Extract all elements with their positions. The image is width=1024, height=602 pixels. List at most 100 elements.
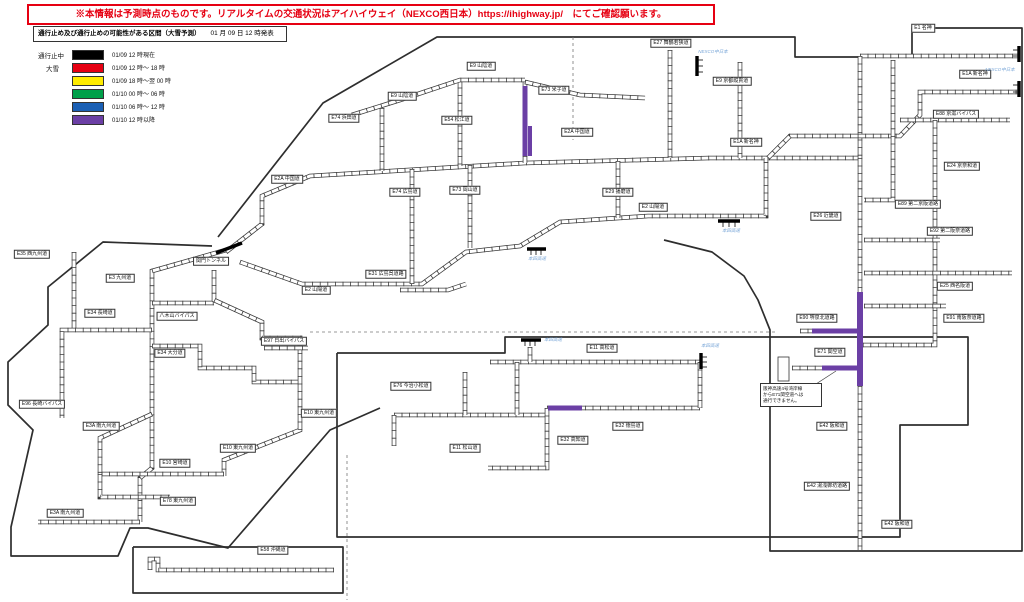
operator-label: 本四高速 bbox=[528, 256, 546, 261]
route-label: E26 近畿道 bbox=[810, 211, 842, 221]
route-label: E3A 南九州道 bbox=[46, 508, 84, 518]
legend-title-box: 通行止め及び通行止めの可能性がある区間（大雪予測） 01 月 09 日 12 時… bbox=[33, 26, 287, 42]
route-label: E42 湯浅御坊道路 bbox=[803, 481, 851, 491]
legend-row-label: 01/09 12 時～ 18 時 bbox=[112, 66, 166, 72]
route-label: E42 阪和道 bbox=[881, 519, 913, 529]
route-label: E9 京都縦貫道 bbox=[712, 76, 752, 86]
legend-row: 01/09 12 時現在 bbox=[72, 49, 156, 60]
road-ticks bbox=[488, 408, 550, 471]
route-label: E90 堺泉北道路 bbox=[796, 313, 838, 323]
legend-swatch bbox=[72, 114, 104, 125]
legend-swatch bbox=[72, 101, 104, 112]
airport-island bbox=[777, 356, 790, 382]
route-label: E2 山陽道 bbox=[301, 285, 331, 295]
route-label: E25 西名阪道 bbox=[936, 281, 974, 291]
info-banner: ※本情報は予測時点のものです。リアルタイムの交通状況はアイハイウェイ（NEXCO… bbox=[27, 4, 715, 25]
road-ticks bbox=[211, 270, 303, 476]
route-label: E54 松江道 bbox=[441, 115, 473, 125]
route-label: E71 関空道 bbox=[814, 347, 846, 357]
coastline bbox=[336, 336, 969, 538]
route-label: E10 宮崎道 bbox=[159, 458, 191, 468]
road-segment bbox=[59, 327, 152, 418]
route-label: E96 長崎バイパス bbox=[18, 399, 66, 409]
road-segment-fill bbox=[766, 90, 1018, 160]
route-label: E11 松山道 bbox=[449, 443, 481, 453]
legend-row: 01/10 06 時～ 12 時 bbox=[72, 101, 165, 112]
legend-row: 01/10 00 時～ 06 時 bbox=[72, 88, 166, 99]
leader-line bbox=[815, 370, 837, 385]
legend-row: 01/09 12 時～ 18 時 bbox=[72, 62, 166, 73]
route-label: E24 京奈和道 bbox=[943, 161, 981, 171]
operator-label: NEXCO中日本 bbox=[698, 49, 728, 54]
road-segment-fill bbox=[152, 344, 298, 384]
route-label: E42 阪和道 bbox=[816, 421, 848, 431]
operator-label: 本四高速 bbox=[701, 343, 719, 348]
route-label: E3A 南九州道 bbox=[82, 421, 120, 431]
route-label: E89 第二京阪道路 bbox=[894, 199, 942, 209]
road-ticks bbox=[351, 77, 525, 118]
road-segment-fill bbox=[98, 412, 153, 474]
legend-swatch bbox=[72, 62, 104, 73]
route-label: E9 山陰道 bbox=[387, 91, 417, 101]
route-label: E1A 新名神 bbox=[959, 69, 991, 79]
road-ticks bbox=[59, 327, 152, 418]
route-label: E29 播磨道 bbox=[602, 187, 634, 197]
route-label: E1A 新名神 bbox=[730, 137, 762, 147]
route-label: E9 山陰道 bbox=[466, 61, 496, 71]
road-ticks bbox=[137, 247, 227, 522]
note-line: 阪神高速4号湾岸線 bbox=[763, 386, 803, 391]
road-ticks bbox=[224, 155, 860, 254]
legend-swatch bbox=[72, 49, 104, 60]
route-label: E31 広島呉道路 bbox=[365, 269, 407, 279]
note-line: 通行できません。 bbox=[763, 398, 800, 403]
route-label: E34 大分道 bbox=[154, 348, 186, 358]
route-label: E74 浜田道 bbox=[328, 113, 360, 123]
legend-issued-date: 01 月 09 日 12 時発表 bbox=[210, 30, 274, 37]
route-label: E1 名神 bbox=[911, 23, 935, 33]
note-line: からE71関空道へは bbox=[763, 392, 804, 397]
legend-row-label: 01/09 12 時現在 bbox=[112, 53, 156, 59]
route-label: E32 高知道 bbox=[557, 435, 589, 445]
route-label: E34 長崎道 bbox=[84, 308, 116, 318]
road-ticks bbox=[862, 120, 938, 348]
route-label: E58 沖縄道 bbox=[257, 545, 289, 555]
route-label: 関門トンネル bbox=[193, 256, 229, 266]
operator-label: 本四高速 bbox=[722, 228, 740, 233]
route-label: E32 徳島道 bbox=[612, 421, 644, 431]
coastline bbox=[217, 27, 1023, 552]
road-segment-fill bbox=[862, 120, 937, 347]
route-label: E2A 中国道 bbox=[271, 174, 303, 184]
legend-row-label: 01/10 00 時～ 06 時 bbox=[112, 92, 166, 98]
route-label: E76 今治小松道 bbox=[390, 381, 432, 391]
route-label: E3 九州道 bbox=[105, 273, 135, 283]
legend-group-label: 大雪 bbox=[46, 66, 59, 73]
operator-label: NEXCO中日本 bbox=[985, 67, 1015, 72]
legend-row: 01/09 18 時～翌 00 時 bbox=[72, 75, 172, 86]
road-segment-fill bbox=[60, 328, 152, 418]
legend-row-label: 01/09 18 時～翌 00 時 bbox=[112, 79, 172, 85]
route-label: E10 東九州道 bbox=[219, 443, 257, 453]
kanku-access-note: 阪神高速4号湾岸線からE71関空道へは通行できません。 bbox=[760, 383, 822, 407]
road-segment-fill bbox=[98, 474, 170, 499]
coastline bbox=[7, 241, 381, 557]
road-segment-fill bbox=[239, 158, 768, 286]
road-ticks bbox=[97, 474, 170, 500]
route-label: E73 米子道 bbox=[538, 85, 570, 95]
route-label: E11 高松道 bbox=[586, 343, 618, 353]
road-segment-fill bbox=[864, 60, 895, 202]
route-label: E92 第二阪奈道路 bbox=[926, 226, 974, 236]
legend-swatch bbox=[72, 88, 104, 99]
network-connector-bar bbox=[215, 241, 243, 255]
route-label: E74 広島道 bbox=[389, 187, 421, 197]
route-label: E10 東九州道 bbox=[300, 408, 338, 418]
road-segment-fill bbox=[148, 557, 334, 572]
route-label: 八木山バイパス bbox=[156, 311, 198, 321]
route-label: E91 南阪奈道路 bbox=[943, 313, 985, 323]
route-label: E73 岡山道 bbox=[449, 185, 481, 195]
road-segment bbox=[864, 60, 896, 203]
road-segment-fill bbox=[351, 78, 525, 117]
operator-label: 本四高速 bbox=[544, 337, 562, 342]
route-label: E27 舞鶴若狭道 bbox=[650, 38, 692, 48]
legend-swatch bbox=[72, 75, 104, 86]
